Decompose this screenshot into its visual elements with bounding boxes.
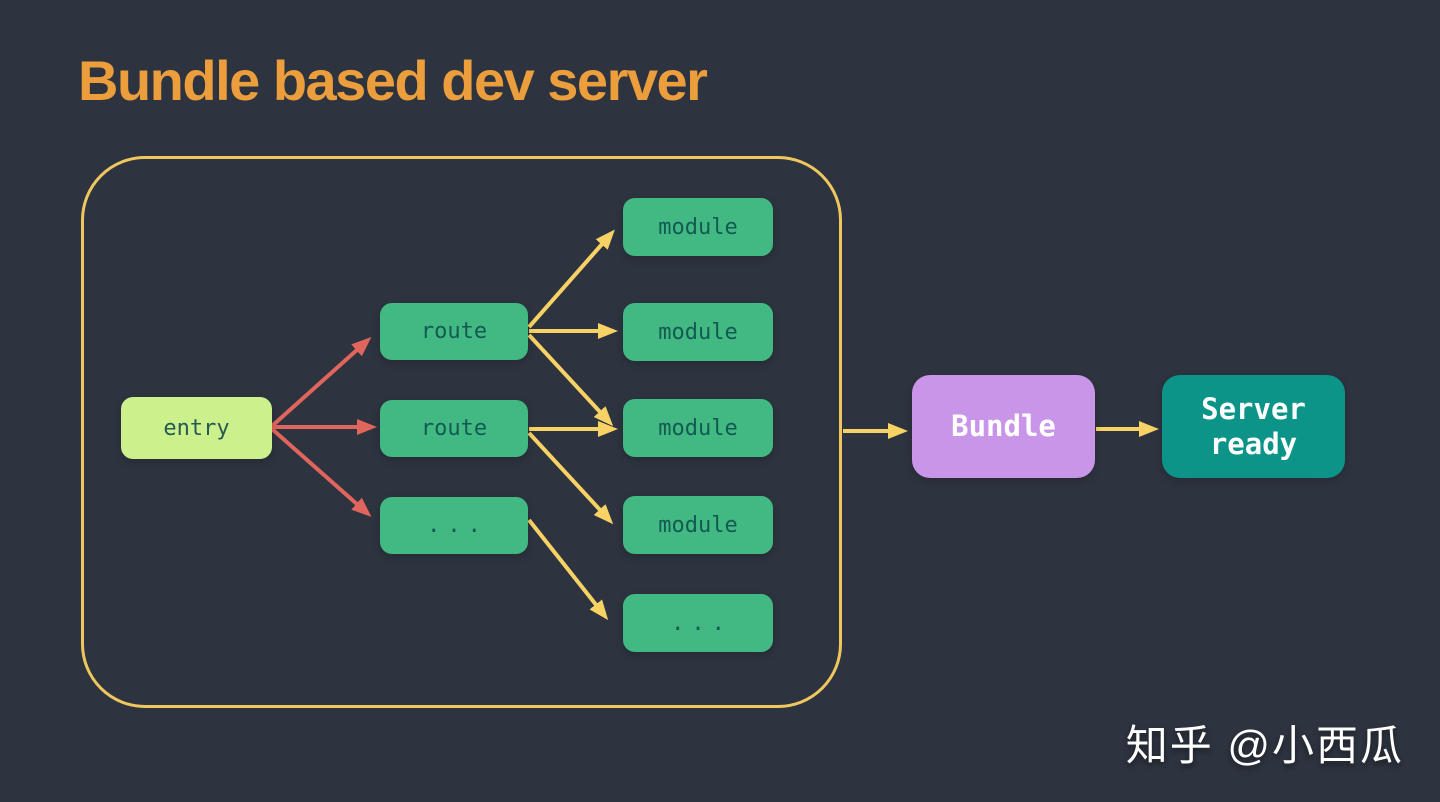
node-route-2-label: route: [420, 416, 488, 441]
node-module-more-label: ...: [671, 610, 732, 636]
node-module-3: module: [623, 399, 773, 457]
node-module-2-label: module: [658, 319, 738, 345]
page-title: Bundle based dev server: [78, 49, 708, 112]
node-module-1: module: [623, 198, 773, 256]
node-route-1-label: route: [420, 319, 488, 344]
node-module-1-label: module: [658, 214, 738, 240]
node-route-2: route: [380, 400, 528, 457]
node-module-2: module: [623, 303, 773, 361]
node-server-ready-label: Server ready: [1201, 391, 1306, 461]
node-module-4-label: module: [658, 512, 738, 538]
node-module-3-label: module: [658, 415, 738, 441]
node-server-ready: Server ready: [1162, 375, 1345, 478]
node-bundle-label: Bundle: [951, 409, 1056, 444]
node-route-more: ...: [380, 497, 528, 554]
node-route-1: route: [380, 303, 528, 360]
watermark-zhihu: 知乎 @小西瓜: [1125, 722, 1404, 769]
node-entry-label: entry: [163, 415, 230, 441]
node-bundle: Bundle: [912, 375, 1095, 478]
node-module-more: ...: [623, 594, 773, 652]
dev-server-boundary-frame: [81, 156, 842, 708]
node-route-more-label: ...: [427, 513, 488, 538]
node-module-4: module: [623, 496, 773, 554]
node-entry: entry: [121, 397, 272, 459]
